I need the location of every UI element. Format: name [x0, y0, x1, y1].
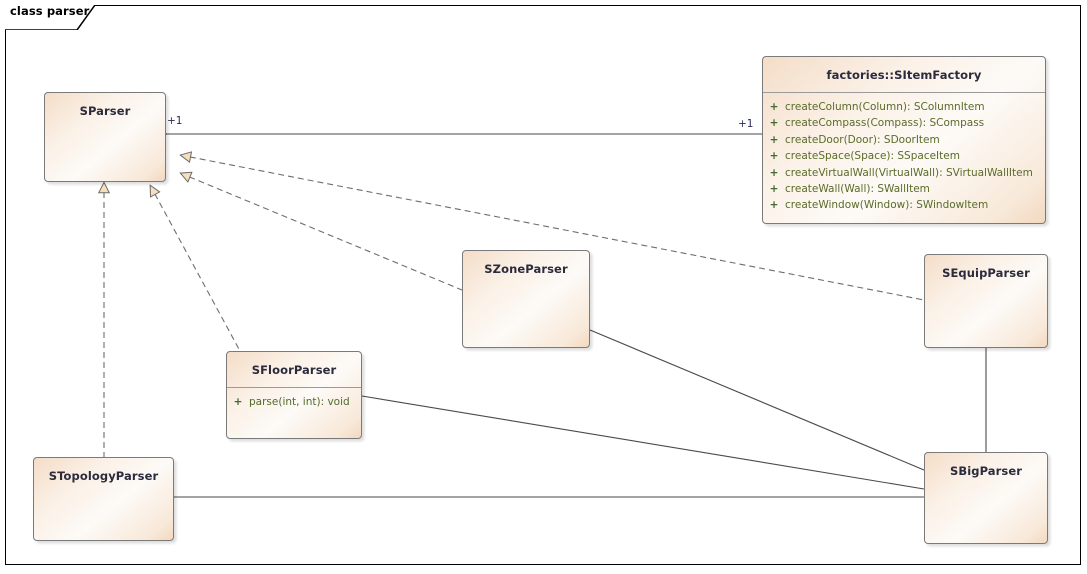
member-visibility: +	[769, 150, 779, 163]
member-visibility: +	[769, 183, 779, 196]
class-box-sequipparser[interactable]: SEquipParser	[924, 254, 1048, 348]
diagram-frame-label: class parser	[10, 4, 90, 18]
class-member-row: + createColumn(Column): SColumnItem	[763, 99, 1045, 115]
diagram-frame	[5, 5, 1081, 565]
class-member-row: + createWindow(Window): SWindowItem	[763, 197, 1045, 213]
member-signature: createCompass(Compass): SCompass	[785, 117, 985, 130]
member-visibility: +	[769, 199, 779, 212]
class-member-row: + createSpace(Space): SSpaceItem	[763, 148, 1045, 164]
class-title-sitemfactory: factories::SItemFactory	[826, 68, 982, 82]
multiplicity-label-sitemfactory-target: +1	[738, 118, 754, 130]
class-title-szoneparser: SZoneParser	[484, 262, 568, 276]
class-member-row: + createDoor(Door): SDoorItem	[763, 132, 1045, 148]
class-members-sitemfactory: + createColumn(Column): SColumnItem + cr…	[763, 93, 1045, 220]
class-divider-sfloorparser	[227, 387, 361, 388]
class-box-sbigparser[interactable]: SBigParser	[924, 452, 1048, 544]
member-visibility: +	[769, 133, 779, 146]
class-title-sbigparser: SBigParser	[949, 464, 1023, 478]
member-visibility: +	[769, 101, 779, 113]
class-box-sparser[interactable]: SParser	[44, 92, 166, 182]
member-signature: parse(int, int): void	[249, 396, 350, 408]
class-member-row: + createVirtualWall(VirtualWall): SVirtu…	[763, 165, 1045, 181]
class-member-row: + parse(int, int): void	[227, 394, 361, 410]
member-signature: createDoor(Door): SDoorItem	[785, 133, 940, 146]
member-signature: createVirtualWall(VirtualWall): SVirtual…	[785, 166, 1033, 179]
frame-tab-shape-icon	[5, 5, 95, 30]
member-signature: createSpace(Space): SSpaceItem	[785, 150, 960, 163]
class-box-sfloorparser[interactable]: SFloorParser + parse(int, int): void	[226, 351, 362, 439]
member-signature: createWall(Wall): SWallItem	[785, 183, 930, 196]
class-member-row: + createCompass(Compass): SCompass	[763, 115, 1045, 131]
member-signature: createWindow(Window): SWindowItem	[785, 199, 989, 212]
class-box-stopologyparser[interactable]: STopologyParser	[33, 457, 174, 541]
member-visibility: +	[233, 396, 243, 408]
class-box-szoneparser[interactable]: SZoneParser	[462, 250, 590, 348]
class-box-sitemfactory[interactable]: factories::SItemFactory + createColumn(C…	[762, 56, 1046, 224]
class-title-sparser: SParser	[79, 104, 131, 118]
member-visibility: +	[769, 117, 779, 130]
member-visibility: +	[769, 166, 779, 179]
class-divider-sitemfactory	[763, 92, 1045, 93]
class-title-sequipparser: SEquipParser	[942, 266, 1030, 280]
diagram-frame-tab	[5, 5, 95, 30]
class-title-stopologyparser: STopologyParser	[48, 469, 159, 483]
class-title-sfloorparser: SFloorParser	[251, 363, 337, 377]
member-signature: createColumn(Column): SColumnItem	[785, 101, 985, 113]
class-members-sfloorparser: + parse(int, int): void	[227, 388, 361, 416]
class-member-row: + createWall(Wall): SWallItem	[763, 181, 1045, 197]
multiplicity-label-sparser-source: +1	[167, 115, 183, 127]
